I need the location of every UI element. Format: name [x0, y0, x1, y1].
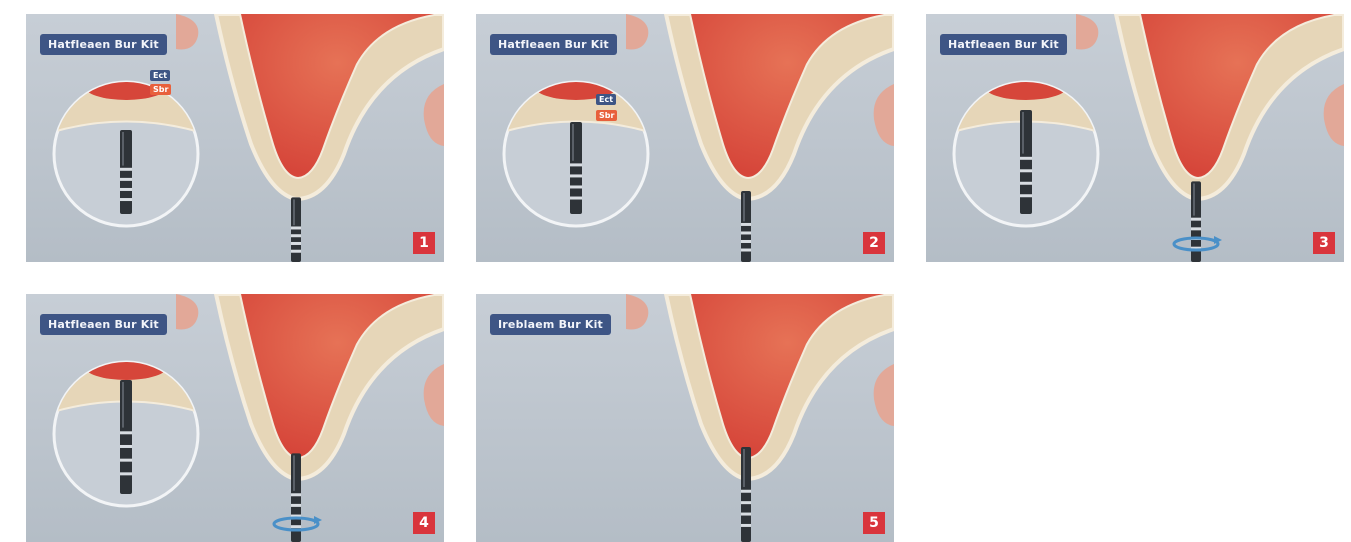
inset-drill-band [570, 163, 582, 166]
inset-drill-highlight [572, 124, 574, 161]
inset-drill-band [120, 188, 132, 191]
drill-icon-band [291, 226, 301, 229]
step-panel-2: EctSbr Hatfleaen Bur Kit 2 [476, 14, 894, 262]
drill-icon-band [291, 504, 301, 507]
drill-icon-band [741, 223, 751, 226]
inset-drill-band [570, 197, 582, 200]
step-badge: 4 [413, 512, 435, 534]
drill-icon-band [291, 525, 301, 528]
drill-icon-band [291, 234, 301, 237]
inset-drill-band [120, 168, 132, 171]
inset-drill-band [1020, 182, 1032, 185]
step-badge: 1 [413, 232, 435, 254]
inset-drill-band [570, 174, 582, 177]
drill-icon-band [1191, 227, 1201, 230]
inset-drill-highlight [1022, 112, 1024, 154]
drill-icon-band [741, 249, 751, 252]
drill-icon-highlight [743, 449, 745, 487]
drill-icon-band [291, 250, 301, 253]
inset-drill-highlight [122, 132, 124, 166]
inset-drill-band [1020, 157, 1032, 160]
drill-icon-band [1191, 218, 1201, 221]
inset-drill [120, 130, 132, 214]
kit-label: Hatfleaen Bur Kit [40, 314, 167, 335]
drill-icon-band [741, 240, 751, 243]
inset-drill-band [570, 185, 582, 188]
inset-tag-sbr: Sbr [150, 84, 171, 95]
inset-drill-band [120, 472, 132, 475]
drill-icon [741, 191, 751, 262]
drill-icon-highlight [293, 199, 295, 225]
kit-label: Hatfleaen Bur Kit [490, 34, 617, 55]
inset-drill-band [120, 198, 132, 201]
inset-drill-shaft [120, 130, 132, 214]
drill-icon [291, 197, 301, 262]
drill-icon-band [741, 524, 751, 527]
inset-drill-band [1020, 169, 1032, 172]
drill-icon [741, 447, 751, 542]
step-panel-1: EctSbr Hatfleaen Bur Kit 1 [26, 14, 444, 262]
step-badge: 5 [863, 512, 885, 534]
step-panel-4: Hatfleaen Bur Kit 4 [26, 294, 444, 542]
step-badge: 2 [863, 232, 885, 254]
inset-drill-band [1020, 194, 1032, 197]
drill-icon-band [291, 242, 301, 245]
drill-icon-band [291, 493, 301, 496]
kit-label: Hatfleaen Bur Kit [940, 34, 1067, 55]
step-panel-5: Ireblaem Bur Kit 5 [476, 294, 894, 542]
drill-icon-band [741, 501, 751, 504]
inset-drill-band [120, 178, 132, 181]
drill-icon-highlight [1193, 183, 1195, 215]
inset-drill [570, 122, 582, 214]
drill-icon-band [741, 231, 751, 234]
kit-label: Hatfleaen Bur Kit [40, 34, 167, 55]
inset-drill-band [120, 459, 132, 462]
inset-drill-band [120, 431, 132, 434]
inset-tag-sbr: Sbr [596, 110, 617, 121]
inset-drill [120, 380, 132, 494]
inset-drill-highlight [122, 382, 124, 428]
inset-drill-band [120, 445, 132, 448]
drill-icon-shaft [741, 447, 751, 542]
inset-drill-shaft [1020, 110, 1032, 214]
step-panel-3: Hatfleaen Bur Kit 3 [926, 14, 1344, 262]
kit-label: Ireblaem Bur Kit [490, 314, 611, 335]
drill-icon-highlight [293, 455, 295, 490]
inset-drill [1020, 110, 1032, 214]
drill-icon-band [741, 513, 751, 516]
inset-drill-shaft [570, 122, 582, 214]
drill-icon-band [741, 490, 751, 493]
inset-tag-ect: Ect [596, 94, 616, 105]
inset-tag-ect: Ect [150, 70, 170, 81]
step-badge: 3 [1313, 232, 1335, 254]
inset-drill-shaft [120, 380, 132, 494]
drill-icon-highlight [743, 193, 745, 221]
